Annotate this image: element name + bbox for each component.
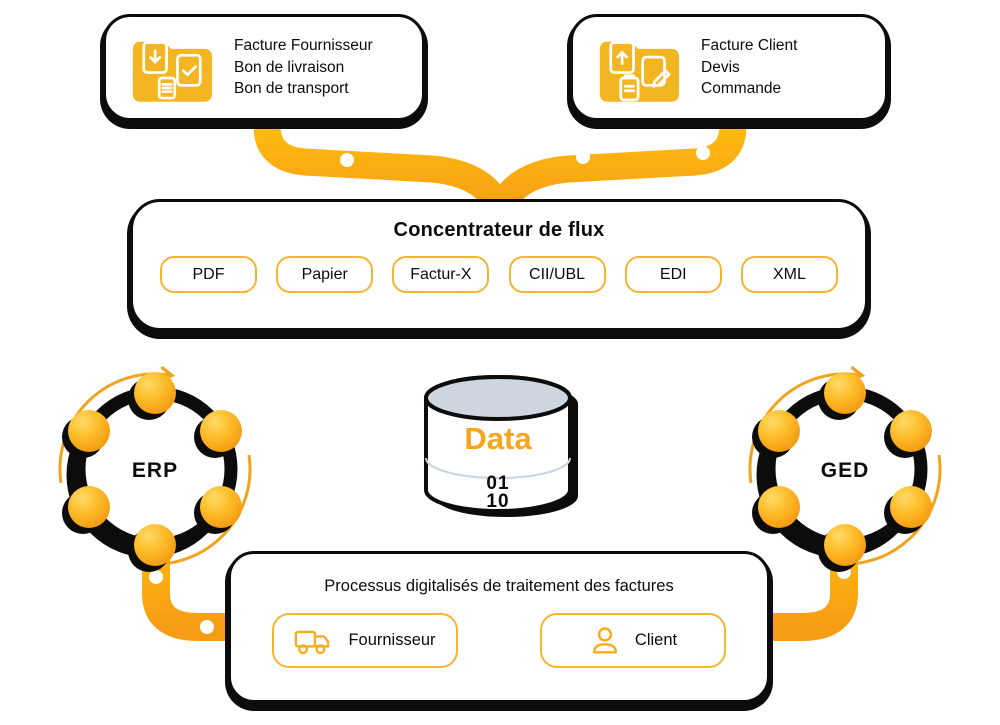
- format-pill-pdf: PDF: [160, 256, 257, 293]
- truck-icon: [295, 630, 330, 654]
- client-source-line: Commande: [701, 80, 782, 98]
- erp-cluster: ERP: [50, 364, 260, 574]
- data-label: Data: [464, 421, 532, 456]
- connector-node: [493, 337, 507, 351]
- ged-cluster: GED: [740, 364, 950, 574]
- clipboard-icon: [619, 73, 640, 101]
- supplier-sources-card: Facture Fournisseur Bon de livraison Bon…: [103, 14, 425, 121]
- connector-supplier-to-hub: [253, 106, 509, 216]
- document-upload-icon: [609, 40, 635, 74]
- binary-line: 01: [486, 473, 509, 494]
- folder-documents-download-icon: [132, 40, 213, 102]
- erp-label: ERP: [132, 459, 178, 482]
- connector-client-to-hub: [491, 106, 747, 216]
- connector-node: [340, 153, 354, 167]
- format-pill-edi: EDI: [624, 256, 722, 293]
- connector-erp-to-process: [142, 518, 248, 641]
- supplier-pill: Fournisseur: [272, 613, 458, 668]
- connector-node: [576, 150, 590, 164]
- connector-node: [149, 570, 163, 584]
- ged-label: GED: [821, 459, 870, 482]
- database-icon: Data 01 10: [424, 375, 578, 517]
- document-lines-icon: [157, 76, 177, 99]
- client-sources-card: Facture Client Devis Commande: [570, 14, 888, 121]
- concentrator-title: Concentrateur de flux: [393, 219, 605, 241]
- process-balls: [752, 372, 932, 572]
- flow-concentrator-card: Concentrateur de flux PDF Papier Factur-…: [130, 199, 868, 331]
- client-source-line: Facture Client: [701, 37, 798, 55]
- client-pill: Client: [540, 613, 726, 668]
- document-edit-icon: [641, 55, 671, 88]
- supplier-source-line: Bon de transport: [234, 80, 349, 98]
- folder-documents-upload-icon: [599, 40, 680, 102]
- format-pill-papier: Papier: [276, 256, 374, 293]
- client-pill-label: Client: [634, 631, 678, 649]
- format-pills: PDF Papier Factur-X CII/UBL EDI XML: [133, 256, 865, 293]
- process-balls: [62, 372, 242, 572]
- connector-node: [200, 620, 214, 634]
- data-database: Data 01 10: [410, 370, 590, 525]
- supplier-source-line: Facture Fournisseur: [234, 37, 373, 55]
- connector-ged-to-process: [752, 518, 858, 641]
- connector-node: [696, 146, 710, 160]
- supplier-pill-label: Fournisseur: [348, 631, 436, 649]
- process-title: Processus digitalisés de traitement des …: [324, 577, 674, 595]
- document-download-icon: [142, 40, 168, 74]
- format-pill-ciiubl: CII/UBL: [508, 256, 606, 293]
- person-icon: [592, 626, 617, 654]
- binary-line: 10: [486, 491, 509, 512]
- digital-process-card: Processus digitalisés de traitement des …: [228, 551, 770, 703]
- supplier-source-line: Bon de livraison: [234, 58, 345, 76]
- document-check-icon: [176, 53, 202, 87]
- format-pill-xml: XML: [740, 256, 838, 293]
- client-source-line: Devis: [701, 58, 740, 76]
- format-pill-facturx: Factur-X: [392, 256, 490, 293]
- connector-node: [493, 530, 507, 544]
